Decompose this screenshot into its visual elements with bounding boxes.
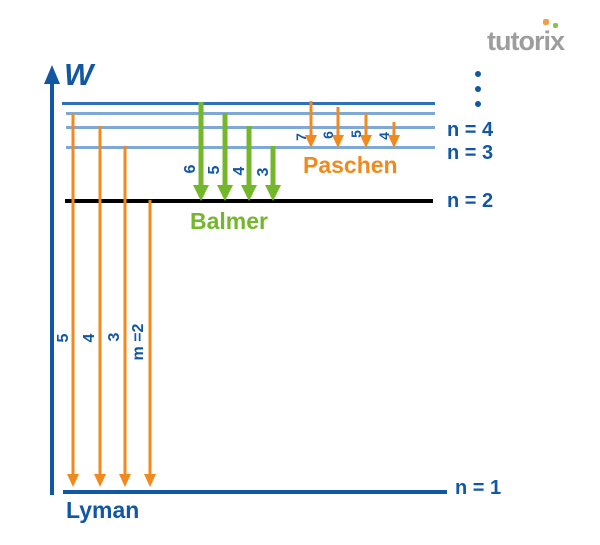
lyman-arrow-label: 4 xyxy=(81,333,98,343)
lyman-series-title: Lyman xyxy=(66,497,140,523)
energy-axis-line xyxy=(50,80,54,495)
tutorix-logo: tutorix xyxy=(487,18,587,58)
level-label-n2: n = 2 xyxy=(447,190,494,212)
paschen-arrow-label: 5 xyxy=(348,130,364,138)
logo-green-square-icon xyxy=(553,23,558,28)
balmer-arrow-label: 6 xyxy=(182,164,199,174)
paschen-series-title: Paschen xyxy=(303,152,398,178)
energy-axis-arrowhead-icon xyxy=(44,65,60,84)
paschen-arrow-label: 6 xyxy=(320,131,336,139)
paschen-arrow-from-5 xyxy=(360,114,372,148)
lyman-arrow-label: 5 xyxy=(55,333,72,343)
ellipsis-dot-icon xyxy=(475,86,481,92)
level-label-n3: n = 3 xyxy=(447,142,494,164)
lyman-arrow-from-2 xyxy=(144,200,156,487)
energy-axis-label: W xyxy=(64,57,94,92)
level-label-n1: n = 1 xyxy=(455,477,502,499)
balmer-arrow-from-4 xyxy=(241,126,257,201)
level-label-n4: n = 4 xyxy=(447,119,494,141)
paschen-arrow-label: 4 xyxy=(376,132,392,140)
level-line-n6 xyxy=(62,102,435,105)
balmer-arrow-from-5 xyxy=(217,113,233,201)
ellipsis-dot-icon xyxy=(475,71,481,77)
ellipsis-dot-icon xyxy=(475,101,481,107)
balmer-arrow-from-6 xyxy=(193,102,209,201)
balmer-arrow-label: 3 xyxy=(255,167,272,177)
level-line-n5 xyxy=(66,112,435,115)
level-line-n2 xyxy=(65,199,433,203)
logo-orange-square-icon xyxy=(543,19,549,25)
paschen-arrow-from-4 xyxy=(388,122,400,148)
lyman-arrow-from-4 xyxy=(94,126,106,487)
logo-text: tutorix xyxy=(487,26,565,56)
level-line-n1 xyxy=(63,490,447,494)
lyman-arrow-from-5 xyxy=(67,113,79,487)
balmer-arrow-label: 4 xyxy=(231,166,248,176)
balmer-series-title: Balmer xyxy=(190,208,268,234)
lyman-arrow-from-3 xyxy=(119,146,131,487)
paschen-arrow-from-6 xyxy=(332,107,344,148)
balmer-arrow-from-3 xyxy=(265,146,281,201)
paschen-arrow-from-7 xyxy=(305,101,317,148)
paschen-arrow-label: 7 xyxy=(293,133,309,141)
lyman-arrow-label: m =2 xyxy=(130,323,147,361)
balmer-arrow-label: 5 xyxy=(206,165,223,175)
lyman-arrow-label: 3 xyxy=(106,332,123,342)
